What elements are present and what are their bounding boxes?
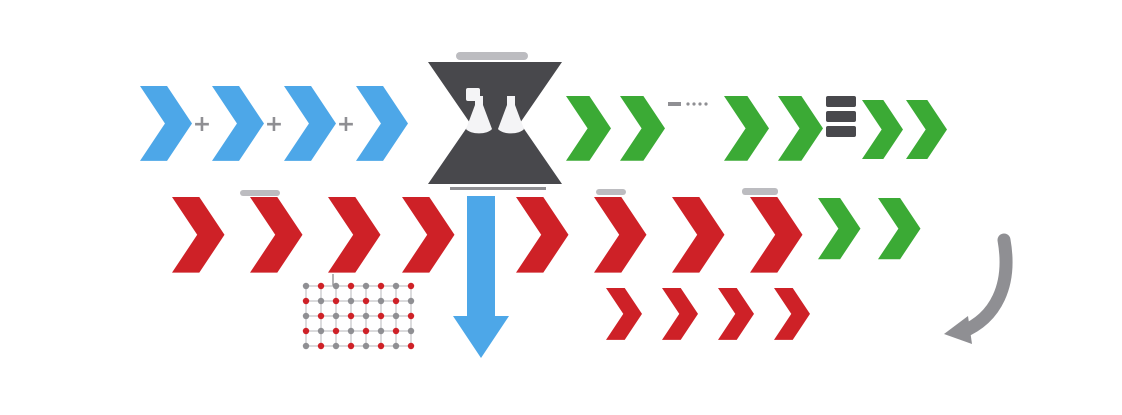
lattice-atom (362, 282, 370, 290)
lattice-atom (302, 282, 310, 290)
lattice-atom (392, 297, 400, 305)
lattice-atom (407, 312, 415, 320)
caption-text-placeholder (456, 52, 528, 60)
plus-mark: + (265, 112, 283, 137)
lattice-atom (347, 342, 355, 350)
red-arrow-icon (402, 197, 455, 273)
vessel-panel (428, 52, 562, 190)
red-arrow-icon (606, 288, 642, 340)
lattice-atom (377, 282, 385, 290)
lattice-atom (362, 327, 370, 335)
dot-icon (704, 102, 708, 106)
lattice-atom (332, 312, 340, 320)
lattice-atom (347, 312, 355, 320)
green-arrow-icon (878, 198, 921, 260)
lattice-atom (332, 342, 340, 350)
green-arrow-icon (818, 198, 861, 260)
green-arrow-sequence (566, 96, 947, 161)
lattice-atom (377, 297, 385, 305)
green-arrow-icon (906, 100, 947, 160)
dot-icon (698, 102, 702, 106)
lattice-atom (332, 327, 340, 335)
green-arrow-sequence-bottom (818, 198, 921, 260)
flask-icon (498, 96, 524, 134)
red-arrow-icon (172, 197, 225, 273)
gray-return-arrow (944, 233, 1013, 344)
lattice-atom (302, 312, 310, 320)
plus-mark: + (337, 112, 355, 137)
caption-text-placeholder (742, 188, 778, 195)
layer-icon (826, 96, 856, 107)
layer-icon (826, 126, 856, 137)
lattice-atom (362, 312, 370, 320)
lattice-atom (302, 327, 310, 335)
lattice-atom (407, 327, 415, 335)
green-arrow-icon (862, 100, 903, 160)
lattice-atom (347, 327, 355, 335)
green-arrow-icon (778, 96, 823, 161)
lattice-atom (407, 297, 415, 305)
red-arrow-icon (250, 197, 303, 273)
lattice-atom (362, 297, 370, 305)
lattice-atom (317, 297, 325, 305)
red-arrow-icon (516, 197, 569, 273)
dash-icon (668, 102, 681, 106)
lattice-atom (392, 312, 400, 320)
red-arrow-icon (594, 197, 647, 273)
blue-arrow-sequence: + + + (140, 86, 408, 161)
lattice-atom (377, 327, 385, 335)
red-arrow-icon (774, 288, 810, 340)
stacked-layers-glyph (826, 96, 856, 137)
caption-text-placeholder (596, 189, 626, 195)
dot-icon (686, 102, 690, 106)
lattice-atom (347, 282, 355, 290)
flask-icon (466, 96, 492, 134)
red-arrow-icon (672, 197, 725, 273)
green-arrow-icon (620, 96, 665, 161)
hourglass-panel-icon (428, 62, 562, 184)
red-arrow-icon (718, 288, 754, 340)
red-arrow-icon (328, 197, 381, 273)
lattice-atom (317, 327, 325, 335)
crystal-lattice (302, 282, 415, 350)
lattice-atom (317, 282, 325, 290)
red-arrow-icon (750, 197, 803, 273)
dot-icon (692, 102, 696, 106)
return-arrow-head-icon (944, 316, 972, 344)
lattice-atom (407, 342, 415, 350)
lattice-atom (392, 327, 400, 335)
blue-arrow-icon (284, 86, 336, 161)
lattice-atom (302, 297, 310, 305)
lattice-atom (317, 342, 325, 350)
plus-mark: + (193, 112, 211, 137)
blue-arrow-icon (140, 86, 192, 161)
blue-arrow-icon (212, 86, 264, 161)
lattice-atom (377, 342, 385, 350)
green-arrow-icon (724, 96, 769, 161)
lattice-atom (332, 282, 340, 290)
return-arrow-curve (955, 233, 1013, 339)
lattice-atom (332, 297, 340, 305)
lattice-atom (302, 342, 310, 350)
lattice-atom (392, 342, 400, 350)
dash-dot-annotation (668, 102, 708, 106)
red-arrow-icon (662, 288, 698, 340)
lattice-atom (362, 342, 370, 350)
red-arrow-sequence-small (606, 288, 810, 340)
lattice-atom (317, 312, 325, 320)
blue-down-arrow-icon (453, 196, 509, 358)
base-line (450, 187, 546, 190)
layer-icon (826, 111, 856, 122)
lattice-atom (407, 282, 415, 290)
green-arrow-icon (566, 96, 611, 161)
lattice-atom (392, 282, 400, 290)
lattice-atom (377, 312, 385, 320)
lattice-atom (347, 297, 355, 305)
caption-text-placeholder (240, 190, 280, 196)
blue-arrow-icon (356, 86, 408, 161)
